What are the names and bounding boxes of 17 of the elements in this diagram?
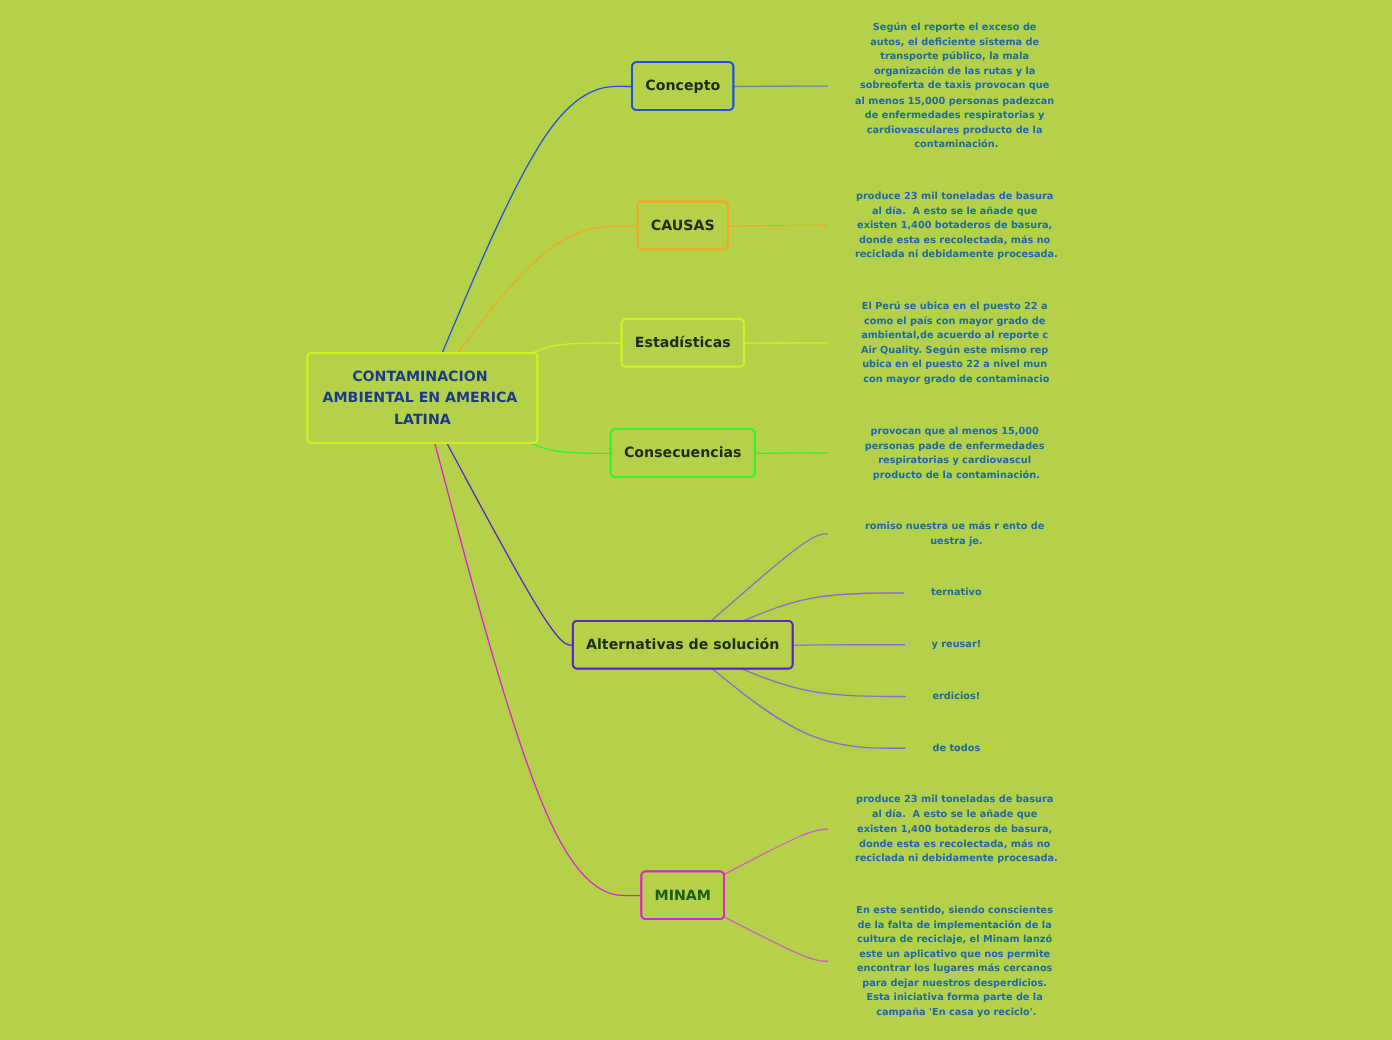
connector: [441, 85, 634, 354]
connector: [733, 85, 829, 88]
connector: [754, 452, 829, 455]
connector: [530, 442, 612, 455]
connector: [727, 224, 829, 227]
connector: [434, 442, 643, 897]
connector: [743, 342, 829, 344]
connector: [792, 644, 906, 646]
connector: [741, 592, 906, 622]
connector: [723, 828, 829, 876]
connector: [711, 668, 907, 749]
connector: [741, 668, 907, 698]
connector: [710, 533, 829, 622]
connector: [530, 342, 623, 354]
connector: [446, 442, 574, 646]
connector: [456, 225, 639, 354]
connector: [723, 916, 829, 962]
